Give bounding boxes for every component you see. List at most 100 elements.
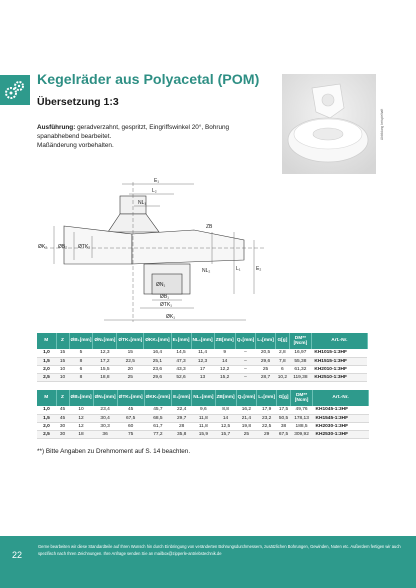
column-header-unit: [mm]	[200, 338, 213, 344]
table-cell: 67,5	[117, 414, 145, 423]
table-cell: 15,2	[214, 373, 236, 382]
column-header-label: M	[44, 338, 49, 344]
table-cell: KH2530-1:3HF	[312, 430, 369, 439]
table-cell: 16,2	[236, 406, 257, 415]
column-header-label: E₁	[172, 338, 178, 344]
column-header-label: G	[277, 338, 282, 344]
column-header-label: ØKK₁	[145, 338, 158, 344]
table-cell: 28,7	[255, 373, 276, 382]
product-photo	[282, 74, 376, 174]
table-cell: 14	[215, 414, 237, 423]
column-header-label: Q₁	[236, 338, 243, 344]
description-label: Ausführung:	[37, 124, 76, 131]
table-cell: 50,5	[276, 414, 291, 423]
photo-credit: Abbildung beispielhaft	[380, 108, 384, 140]
column-header: ØTK₂[mm]	[117, 390, 145, 406]
page-number: 22	[12, 550, 23, 560]
column-header-label: Art.-Nr.	[332, 395, 349, 401]
table-cell: 2,5	[37, 373, 56, 382]
table-cell: 20,5	[255, 349, 276, 358]
table-cell: 12	[69, 422, 94, 431]
label-dtk2: ØTK₂	[78, 244, 90, 250]
column-header-label: ØN₁	[94, 338, 104, 344]
table-cell: 36	[93, 430, 118, 439]
table-cell: 5	[69, 349, 93, 358]
table-cell: 178,13	[290, 414, 313, 423]
column-header-label: ØTK₂	[118, 395, 131, 401]
table-cell: 25,1	[143, 357, 172, 366]
table-cell: 77,2	[144, 430, 172, 439]
table-cell: 29,6	[255, 357, 276, 366]
table-cell: 30	[56, 430, 69, 439]
table-cell: 17,9	[256, 406, 277, 415]
label-nl2: NL₂	[202, 268, 210, 274]
table-cell: 10,2	[275, 373, 290, 382]
column-header: L₁[mm]	[255, 333, 276, 349]
table-cell: 19,8	[236, 422, 257, 431]
column-header: ØKK₁[mm]	[143, 333, 172, 349]
table-cell: 119,38	[289, 373, 312, 382]
table-cell: KH2030-1:3HF	[312, 422, 369, 431]
table-cell: 18,8	[92, 373, 117, 382]
table-cell: 11,8	[191, 414, 215, 423]
column-header: NL₁[mm]	[191, 333, 215, 349]
table-cell: 21,4	[236, 414, 257, 423]
column-header: M	[37, 390, 57, 406]
table-cell: 25	[236, 430, 257, 439]
table-cell: 22,4	[171, 406, 192, 415]
table-cell: 12,5	[215, 422, 237, 431]
table-cell: –	[235, 349, 256, 358]
column-header: DM**[Ncm]	[290, 390, 314, 406]
page-title: Kegelräder aus Polyacetal (POM)	[37, 72, 260, 88]
column-header: ØN₂[mm]	[93, 390, 118, 406]
column-header: NL₂[mm]	[191, 390, 216, 406]
table-cell: 12,2	[214, 365, 236, 374]
column-header: ØB₂[mm]	[69, 390, 94, 406]
label-db1: ØB₁	[160, 294, 169, 300]
column-header-unit: [mm]	[263, 395, 276, 401]
column-header-unit: [mm]	[222, 395, 235, 401]
table-cell: 45,7	[144, 406, 172, 415]
table-cell: 12,3	[191, 357, 215, 366]
table-cell: 9	[214, 349, 236, 358]
label-l2: L₂	[152, 188, 157, 194]
column-header-label: Z	[61, 338, 64, 344]
column-header-unit: [mm]	[262, 338, 274, 344]
label-dtk1: ØTK₁	[160, 302, 172, 308]
column-header: ZB[mm]	[215, 390, 237, 406]
table-cell: 30,4	[93, 414, 118, 423]
table-cell: 75	[117, 430, 145, 439]
table-cell: 8,8	[215, 406, 237, 415]
table-cell: 15,5	[92, 365, 117, 374]
column-header: DM**[Ncm]	[289, 333, 312, 349]
column-header-label: DM**	[295, 392, 308, 398]
column-header-unit: [g]	[282, 395, 289, 401]
column-header: Q₁[mm]	[235, 333, 257, 349]
table-cell: 8	[69, 357, 93, 366]
table-cell: 6	[275, 365, 290, 374]
column-header-unit: [mm]	[79, 338, 92, 344]
column-header: ØN₁[mm]	[92, 333, 118, 349]
table-cell: 2,5	[37, 430, 56, 439]
column-header: ØB₁[mm]	[69, 333, 94, 349]
table-cell: 12	[69, 414, 94, 423]
column-header-label: L₂	[258, 395, 264, 401]
table-cell: 67,5	[276, 430, 291, 439]
table-cell: 28	[171, 422, 192, 431]
table-cell: 2,8	[275, 349, 290, 358]
table-cell: –	[235, 365, 256, 374]
table-cell: 11,8	[191, 422, 215, 431]
label-zb: ZB	[206, 224, 213, 230]
table-cell: KH2010-1:3HF	[311, 365, 368, 374]
label-dn1: ØN₁	[156, 282, 166, 288]
column-header-label: E₂	[173, 395, 179, 401]
label-dk2: ØK₂	[38, 244, 47, 250]
description-note: Maßänderung vorbehalten.	[37, 141, 114, 149]
column-header: ZB[mm]	[214, 333, 236, 349]
